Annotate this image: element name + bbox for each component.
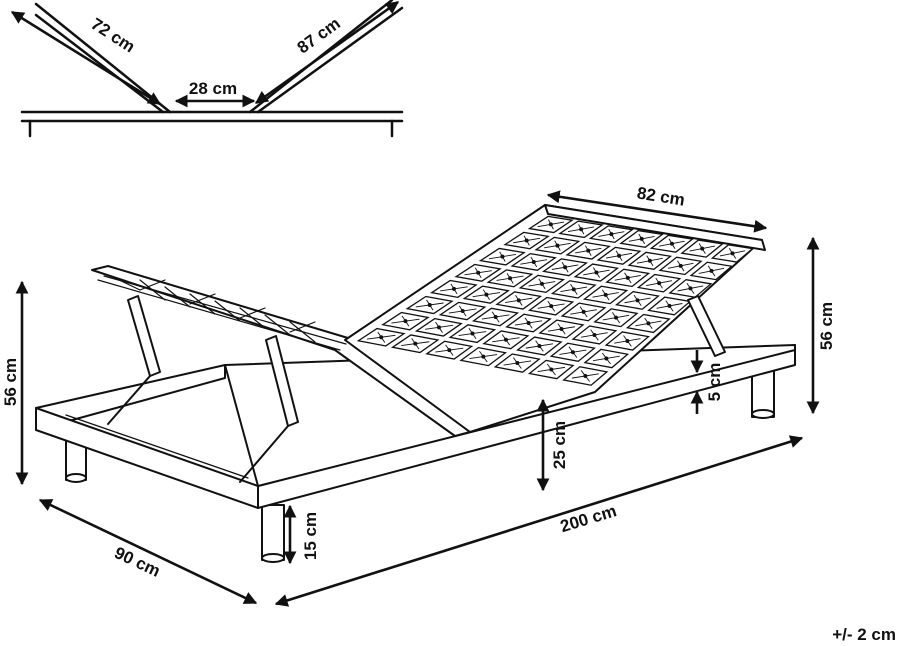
slat-pattern-center xyxy=(403,319,408,324)
left-arm-dimension-arrow xyxy=(10,10,162,106)
slat-pattern-center xyxy=(427,302,432,307)
slat-pattern-center xyxy=(549,367,554,372)
slat-pattern-center xyxy=(563,265,568,270)
gap-label: 28 cm xyxy=(189,79,237,98)
backrest-slat-grid xyxy=(356,215,755,386)
leg-lift-strut-left xyxy=(107,375,151,425)
slat-pattern-center xyxy=(614,315,619,320)
slat-pattern-center xyxy=(657,281,662,286)
slat-pattern-center xyxy=(669,241,674,246)
slat-pattern-center xyxy=(646,321,651,326)
leg-lift-bracket-left xyxy=(127,295,161,377)
slat-pattern-center xyxy=(531,259,536,264)
slat-pattern-center xyxy=(493,314,498,319)
slat-pattern-center xyxy=(447,348,452,353)
slat-pattern-center xyxy=(515,361,520,366)
slat-pattern-center xyxy=(508,276,513,281)
slat-pattern-center xyxy=(635,298,640,303)
width-arrow xyxy=(38,498,258,605)
slat-pattern-center xyxy=(484,292,489,297)
slat-pattern-center xyxy=(500,254,505,259)
front-left-leg-foot xyxy=(261,553,285,563)
right-arm-label: 87 cm xyxy=(294,14,344,58)
frame-height-label: 5 cm xyxy=(705,363,724,402)
slat-pattern-center xyxy=(476,270,481,275)
front-left-leg xyxy=(261,504,285,561)
slat-pattern-center xyxy=(549,304,554,309)
slat-pattern-center xyxy=(639,236,644,241)
slat-pattern-center xyxy=(481,354,486,359)
slat-pattern-center xyxy=(625,275,630,280)
slat-pattern-center xyxy=(537,344,542,349)
slat-pattern-center xyxy=(571,287,576,292)
backrest-width-label: 82 cm xyxy=(636,183,687,209)
leg-section-slats xyxy=(97,275,347,351)
right-height-label: 56 cm xyxy=(817,302,836,350)
bed-frame-drawing xyxy=(35,204,796,563)
slat-pattern-center xyxy=(539,281,544,286)
slat-pattern-center xyxy=(609,232,614,237)
back-right-leg-foot xyxy=(751,409,775,419)
slat-pattern-center xyxy=(592,332,597,337)
back-left-leg-foot xyxy=(65,473,87,483)
slat-pattern-center xyxy=(451,286,456,291)
slat-pattern-center xyxy=(583,373,588,378)
backrest-lift-bracket xyxy=(687,295,726,357)
right-arm-dimension-arrow xyxy=(254,0,400,105)
slat-pattern-center xyxy=(579,227,584,232)
slat-pattern-center xyxy=(647,258,652,263)
slat-pattern-center xyxy=(526,320,531,325)
slat-pattern-center xyxy=(559,326,564,331)
slat-pattern-center xyxy=(524,238,529,243)
slat-pattern-center xyxy=(470,331,475,336)
slat-pattern-center xyxy=(413,341,418,346)
slat-pattern-center xyxy=(548,222,553,227)
slat-pattern-center xyxy=(617,253,622,258)
rail-inner-line xyxy=(65,414,249,479)
backrest-width-arrow xyxy=(546,190,768,233)
slat-pattern-center xyxy=(678,263,683,268)
width-label: 90 cm xyxy=(111,543,163,581)
slat-pattern-center xyxy=(460,308,465,313)
slat-pattern-center xyxy=(516,298,521,303)
folded-profile-diagram: 72 cm 87 cm 28 cm xyxy=(10,0,404,138)
slat-pattern-center xyxy=(730,251,735,256)
slat-pattern-center xyxy=(700,246,705,251)
slat-pattern-center xyxy=(586,248,591,253)
slat-pattern-center xyxy=(570,350,575,355)
slat-pattern-center xyxy=(436,325,441,330)
slat-pattern-center xyxy=(581,309,586,314)
leg-lift-bracket-right xyxy=(265,335,299,427)
tolerance-note: +/- 2 cm xyxy=(832,625,896,644)
slat-pattern-center xyxy=(603,292,608,297)
slat-pattern-center xyxy=(625,338,630,343)
slat-pattern-center xyxy=(555,243,560,248)
slat-pattern-center xyxy=(709,268,714,273)
center-height-label: 25 cm xyxy=(550,421,569,469)
slat-pattern-center xyxy=(379,335,384,340)
slat-pattern-center xyxy=(667,303,672,308)
slat-pattern-center xyxy=(503,337,508,342)
left-height-label: 56 cm xyxy=(1,358,20,406)
slat-pattern-center xyxy=(604,356,609,361)
slat-pattern-center xyxy=(688,286,693,291)
length-arrow xyxy=(274,435,804,607)
leg-height-label: 15 cm xyxy=(301,512,320,560)
slat-pattern-center xyxy=(594,270,599,275)
